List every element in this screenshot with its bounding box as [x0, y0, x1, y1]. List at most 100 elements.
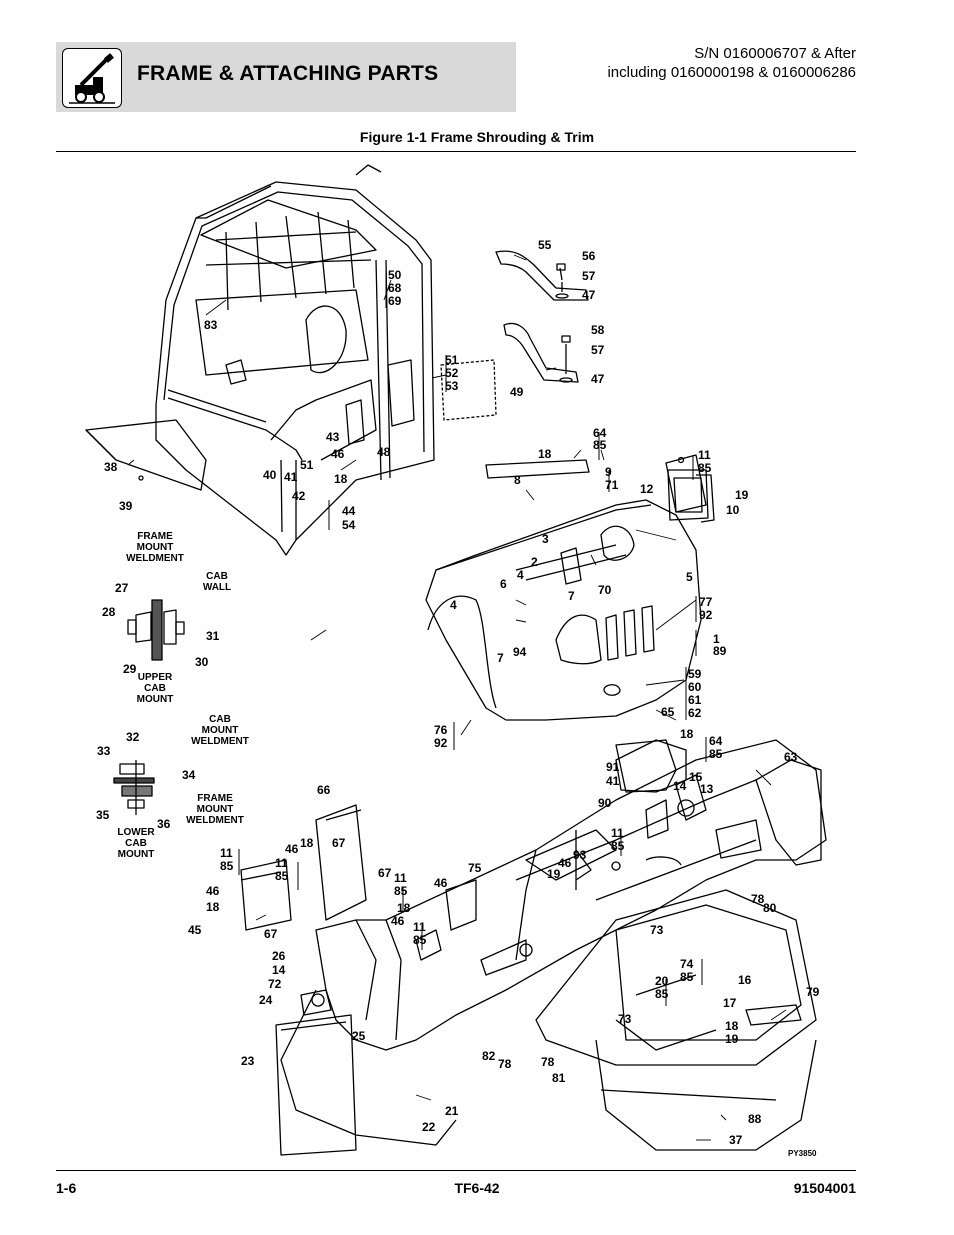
- cab-illustration: [85, 164, 497, 556]
- svg-text:MOUNT: MOUNT: [197, 804, 234, 815]
- header-rule: [56, 151, 856, 152]
- callout-19: 19: [735, 488, 749, 502]
- callout-2: 2: [531, 555, 538, 569]
- callout-44: 44: [342, 504, 356, 518]
- callout-80: 80: [763, 901, 777, 915]
- cab-mount-details: [113, 599, 185, 815]
- svg-text:WALL: WALL: [203, 582, 231, 593]
- callout-51b: 51: [300, 458, 314, 472]
- callout-85c: 85: [709, 747, 723, 761]
- callout-74: 74: [680, 957, 694, 971]
- callout-46d: 46: [434, 876, 448, 890]
- callout-5: 5: [686, 570, 693, 584]
- callout-14b: 14: [272, 963, 286, 977]
- callout-36: 36: [157, 817, 171, 831]
- callout-93: 93: [573, 848, 587, 862]
- callout-18b: 18: [538, 447, 552, 461]
- callout-20: 20: [655, 974, 669, 988]
- callout-85e: 85: [275, 869, 289, 883]
- callout-4b: 4: [450, 598, 457, 612]
- callout-18: 18: [334, 472, 348, 486]
- callout-46e: 46: [391, 914, 405, 928]
- callout-11c: 11: [275, 856, 288, 870]
- figure-caption: Figure 1-1 Frame Shrouding & Trim: [359, 129, 595, 145]
- callout-85j: 85: [655, 987, 669, 1001]
- serial-line-2: including 0160000198 & 0160006286: [607, 64, 856, 81]
- callout-34: 34: [182, 768, 196, 782]
- callout-7b: 7: [497, 651, 504, 665]
- svg-text:MOUNT: MOUNT: [202, 725, 239, 736]
- callout-64b: 64: [709, 734, 723, 748]
- callout-78b: 78: [498, 1057, 512, 1071]
- callout-32: 32: [126, 730, 140, 744]
- callout-57b: 57: [591, 343, 605, 357]
- callout-27: 27: [115, 581, 129, 595]
- callout-7: 7: [568, 589, 575, 603]
- callout-18d: 18: [300, 836, 314, 850]
- callout-94: 94: [513, 645, 527, 659]
- callout-78: 78: [751, 892, 765, 906]
- callout-28: 28: [102, 605, 116, 619]
- callout-83: 83: [204, 318, 218, 332]
- footer-page-number: 1-6: [56, 1180, 77, 1196]
- callout-1: 1: [713, 632, 720, 646]
- callout-18f: 18: [397, 901, 411, 915]
- callout-4: 4: [517, 568, 524, 582]
- callout-42: 42: [292, 489, 306, 503]
- page-title: FRAME & ATTACHING PARTS: [137, 62, 439, 85]
- callout-62: 62: [688, 706, 702, 720]
- callout-61: 61: [688, 693, 702, 707]
- callout-58: 58: [591, 323, 605, 337]
- callout-67c: 67: [378, 866, 392, 880]
- callout-30: 30: [195, 655, 209, 669]
- note-lower-cab-mount: LOWER CAB MOUNT: [117, 827, 155, 860]
- callout-52: 52: [445, 366, 459, 380]
- svg-text:LOWER: LOWER: [117, 827, 155, 838]
- callout-11b: 11: [220, 846, 233, 860]
- callout-91: 91: [606, 760, 620, 774]
- note-frame-mount-weldment: FRAME MOUNT WELDMENT: [126, 531, 184, 564]
- callout-54: 54: [342, 518, 356, 532]
- callout-37: 37: [729, 1133, 743, 1147]
- callout-68: 68: [388, 281, 402, 295]
- callout-48: 48: [377, 445, 391, 459]
- svg-text:WELDMENT: WELDMENT: [126, 553, 184, 564]
- step-illustrations: [495, 250, 589, 383]
- callout-57: 57: [582, 269, 596, 283]
- callout-18g: 18: [725, 1019, 739, 1033]
- callout-73b: 73: [618, 1012, 632, 1026]
- callout-85f: 85: [394, 884, 408, 898]
- callout-46f: 46: [558, 856, 572, 870]
- telehandler-logo-icon: [62, 48, 122, 108]
- parts-diagram-svg: 38 39 83 50 68 69 51 52 53 43 46 48 40 4…: [85, 164, 827, 1158]
- callout-69: 69: [388, 294, 402, 308]
- callout-92b: 92: [434, 736, 448, 750]
- callout-13: 13: [700, 782, 714, 796]
- callout-46c: 46: [206, 884, 220, 898]
- callout-47b: 47: [591, 372, 605, 386]
- callout-17: 17: [723, 996, 737, 1010]
- callout-82: 82: [482, 1049, 496, 1063]
- callout-11: 11: [698, 448, 711, 462]
- svg-text:CAB: CAB: [125, 838, 147, 849]
- svg-text:UPPER: UPPER: [138, 672, 173, 683]
- callout-41: 41: [284, 470, 298, 484]
- callout-3: 3: [542, 532, 549, 546]
- serial-number-block: S/N 0160006707 & After including 0160000…: [607, 44, 856, 82]
- callout-85i: 85: [680, 970, 694, 984]
- callout-21: 21: [445, 1104, 459, 1118]
- callout-64: 64: [593, 426, 607, 440]
- callout-11e: 11: [413, 920, 426, 934]
- frame-illustration: [280, 739, 827, 1151]
- header-banner: FRAME & ATTACHING PARTS: [56, 42, 516, 112]
- callout-72: 72: [268, 977, 282, 991]
- callout-88: 88: [748, 1112, 762, 1126]
- callout-16: 16: [738, 973, 752, 987]
- side-panels: [240, 739, 677, 1156]
- callout-67: 67: [332, 836, 346, 850]
- callout-67b: 67: [264, 927, 278, 941]
- svg-text:WELDMENT: WELDMENT: [191, 736, 249, 747]
- note-upper-cab-mount: UPPER CAB MOUNT: [137, 672, 174, 705]
- hood-shroud-illustration: [425, 454, 715, 721]
- svg-text:CAB: CAB: [206, 571, 228, 582]
